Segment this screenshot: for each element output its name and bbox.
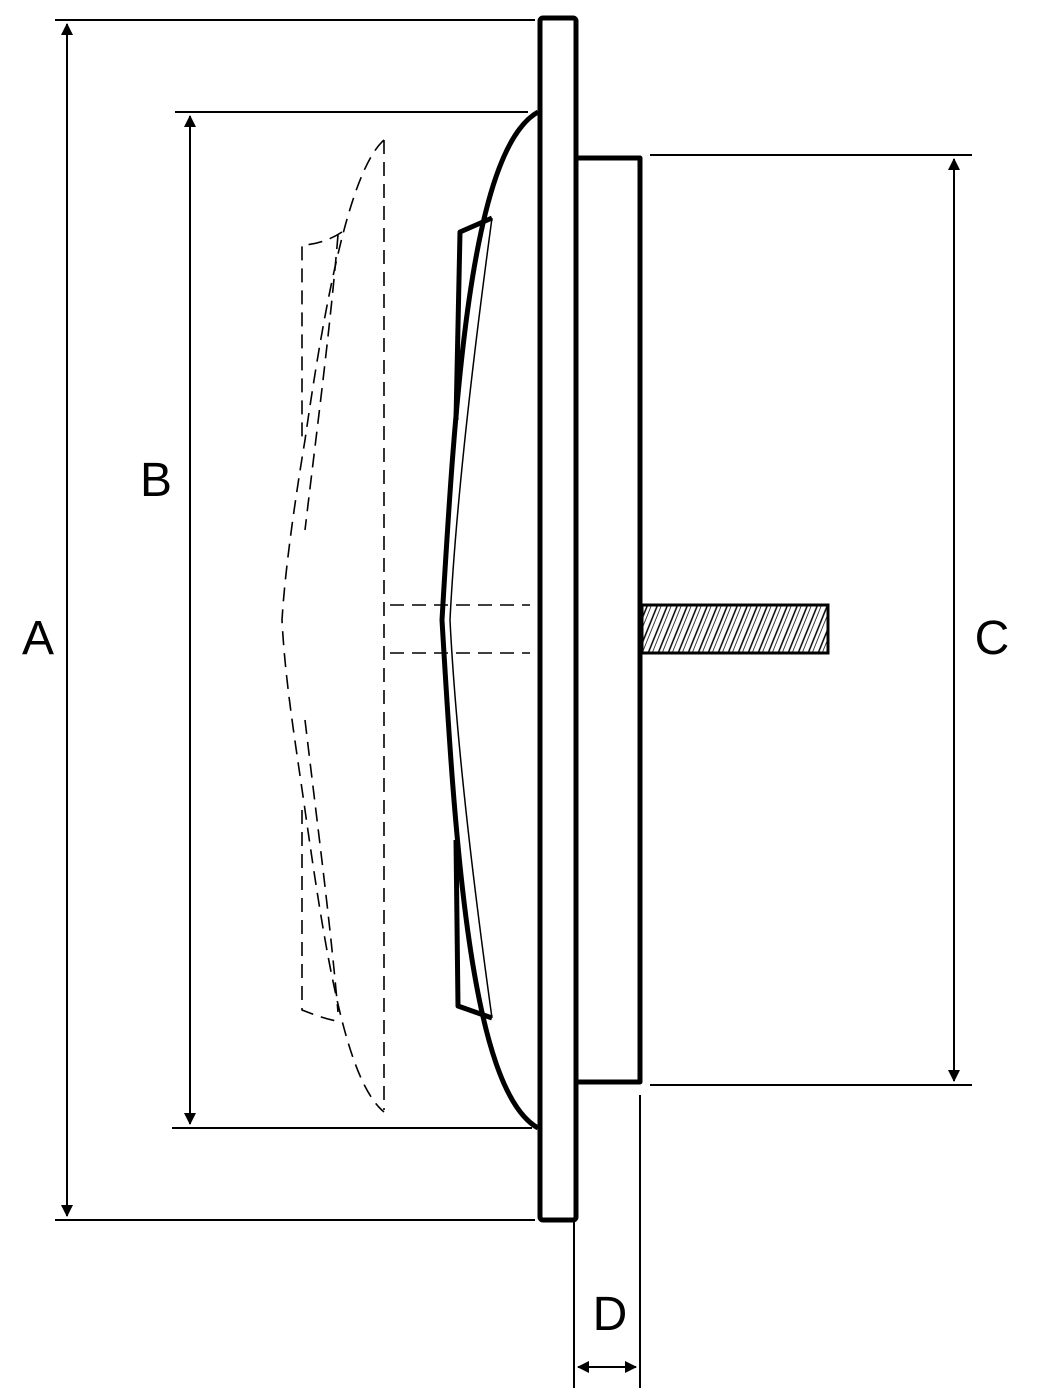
inner-rim xyxy=(453,215,494,421)
label-a: A xyxy=(22,612,54,665)
label-b: B xyxy=(140,454,172,507)
rear-housing xyxy=(576,155,643,1085)
inner-rim-lower xyxy=(453,839,493,1021)
label-d: D xyxy=(593,1288,628,1341)
threaded-stud xyxy=(640,603,830,655)
inner-rim-curve xyxy=(449,217,493,1019)
front-dome xyxy=(439,109,540,1131)
label-c: C xyxy=(975,612,1010,665)
flange-plate xyxy=(537,15,579,1223)
hidden-open-blade xyxy=(281,139,385,1113)
extension-lines xyxy=(55,19,972,1388)
